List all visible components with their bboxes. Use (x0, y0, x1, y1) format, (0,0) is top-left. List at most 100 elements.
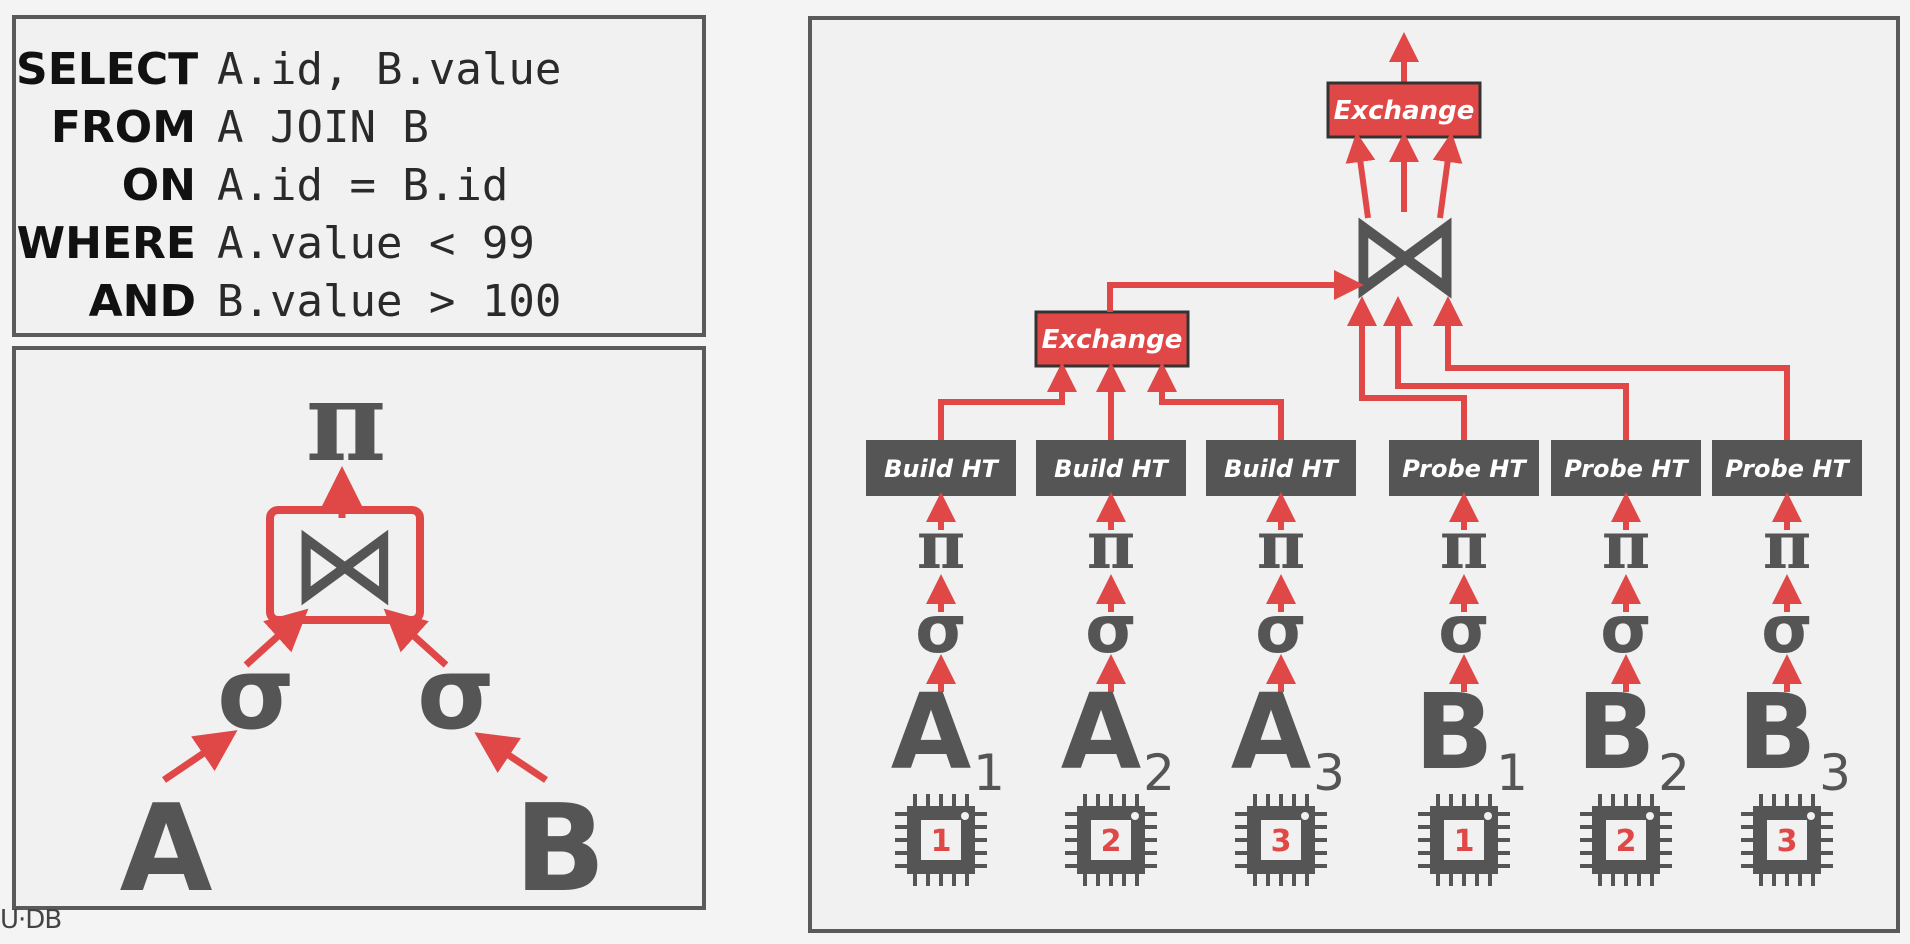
cpu-dot (961, 812, 969, 820)
sql-line-and: AND B.value > 100 (16, 273, 706, 331)
arrow (1433, 296, 1790, 440)
cpu-number: 1 (931, 824, 952, 859)
sql-query-panel: SELECT A.id, B.value FROM A JOIN B ON A.… (12, 15, 706, 337)
join-symbol: ⋈ (290, 500, 400, 628)
op-label: Probe HT (1564, 455, 1689, 483)
partition-number: 2 (1658, 744, 1690, 802)
projection-symbol: π (1602, 506, 1650, 584)
select-symbol: σ (1085, 591, 1136, 668)
partition-number: 3 (1819, 744, 1851, 802)
op-box (1036, 440, 1186, 496)
select-left-symbol: σ (217, 635, 295, 752)
sql-line-from: FROM A JOIN B (16, 99, 706, 157)
arrow (1345, 132, 1376, 219)
arrow (1383, 296, 1629, 440)
projection-symbol: π (1257, 506, 1305, 584)
cpu-number: 1 (1454, 824, 1475, 859)
select-symbol: σ (1438, 591, 1489, 668)
table-b: B (514, 780, 605, 906)
sql-keyword: AND (88, 276, 196, 327)
select-symbol: σ (915, 591, 966, 668)
sql-keyword: FROM (50, 102, 196, 153)
projection-symbol: π (306, 357, 387, 486)
projection-symbol: π (1763, 506, 1811, 584)
projection-symbol: π (1087, 506, 1135, 584)
cpu-dot (1807, 812, 1815, 820)
sql-clause: A.id = B.id (217, 160, 509, 211)
cpu-dot (1646, 812, 1654, 820)
select-symbol: σ (1600, 591, 1651, 668)
footer-logo: U·DB (0, 905, 62, 935)
op-label: Build HT (1224, 455, 1339, 483)
cpu-dot (1131, 812, 1139, 820)
op-box (1206, 440, 1356, 496)
op-box (1389, 440, 1539, 496)
sql-clause: A.value < 99 (217, 218, 535, 269)
sql-line-where: WHERE A.value < 99 (16, 215, 706, 273)
op-box (866, 440, 1016, 496)
select-right-symbol: σ (417, 635, 495, 752)
arrow (474, 732, 548, 783)
table-partition: B (1414, 671, 1493, 793)
cpu-number: 3 (1777, 824, 1798, 859)
sql-keyword: ON (121, 160, 196, 211)
table-a: A (120, 780, 213, 906)
cpu-core (921, 820, 961, 860)
arrow (243, 608, 309, 668)
table-partition: A (1061, 671, 1142, 793)
arrow (1432, 132, 1463, 219)
plan-top: Exchange ⋈ Exchange (1034, 32, 1482, 368)
table-partition: A (891, 671, 972, 793)
sql-keyword: SELECT (16, 44, 199, 95)
partition-number: 3 (1313, 744, 1345, 802)
top-exchange-box (1326, 81, 1482, 139)
sql-clause: A JOIN B (217, 102, 429, 153)
cpu-core (1091, 820, 1131, 860)
arrow (938, 362, 1077, 440)
projection-symbol: π (1440, 506, 1488, 584)
arrow (1347, 296, 1467, 440)
op-box (1551, 440, 1701, 496)
mid-exchange-label: Exchange (1042, 325, 1183, 355)
select-symbol: σ (1255, 591, 1306, 668)
logical-plan-panel: π ⋈ σ σ A B (12, 346, 706, 919)
cpu-number: 2 (1616, 824, 1637, 859)
op-label: Build HT (884, 455, 999, 483)
op-label: Probe HT (1402, 455, 1527, 483)
join-box (266, 506, 424, 624)
sql-clause: A.id, B.value (217, 44, 562, 95)
cpu-dot (1301, 812, 1309, 820)
logical-plan-diagram: π ⋈ σ σ A B (120, 357, 606, 919)
table-partition: B (1737, 671, 1816, 793)
top-exchange-label: Exchange (1334, 96, 1475, 126)
sql-keyword: WHERE (16, 218, 196, 269)
op-label: Build HT (1054, 455, 1169, 483)
cpu-core (1261, 820, 1301, 860)
arrow (383, 608, 449, 668)
projection-symbol: π (917, 506, 965, 584)
cpu-number: 2 (1101, 824, 1122, 859)
arrow (1147, 362, 1284, 440)
cpu-number: 3 (1271, 824, 1292, 859)
op-box (1712, 440, 1862, 496)
arrow (1107, 270, 1364, 312)
sql-clause: B.value > 100 (217, 276, 562, 327)
partition-number: 1 (1496, 744, 1528, 802)
cpu-core (1606, 820, 1646, 860)
join-symbol: ⋈ (1346, 185, 1464, 323)
partition-number: 1 (973, 744, 1005, 802)
sql-line-on: ON A.id = B.id (16, 157, 706, 215)
sql-line-select: SELECT A.id, B.value (16, 41, 706, 99)
cpu-dot (1484, 812, 1492, 820)
cpu-core (1767, 820, 1807, 860)
select-symbol: σ (1761, 591, 1812, 668)
op-label: Probe HT (1725, 455, 1850, 483)
arrow (162, 730, 238, 783)
cpu-core (1444, 820, 1484, 860)
partition-number: 2 (1143, 744, 1175, 802)
table-partition: B (1576, 671, 1655, 793)
table-partition: A (1231, 671, 1312, 793)
